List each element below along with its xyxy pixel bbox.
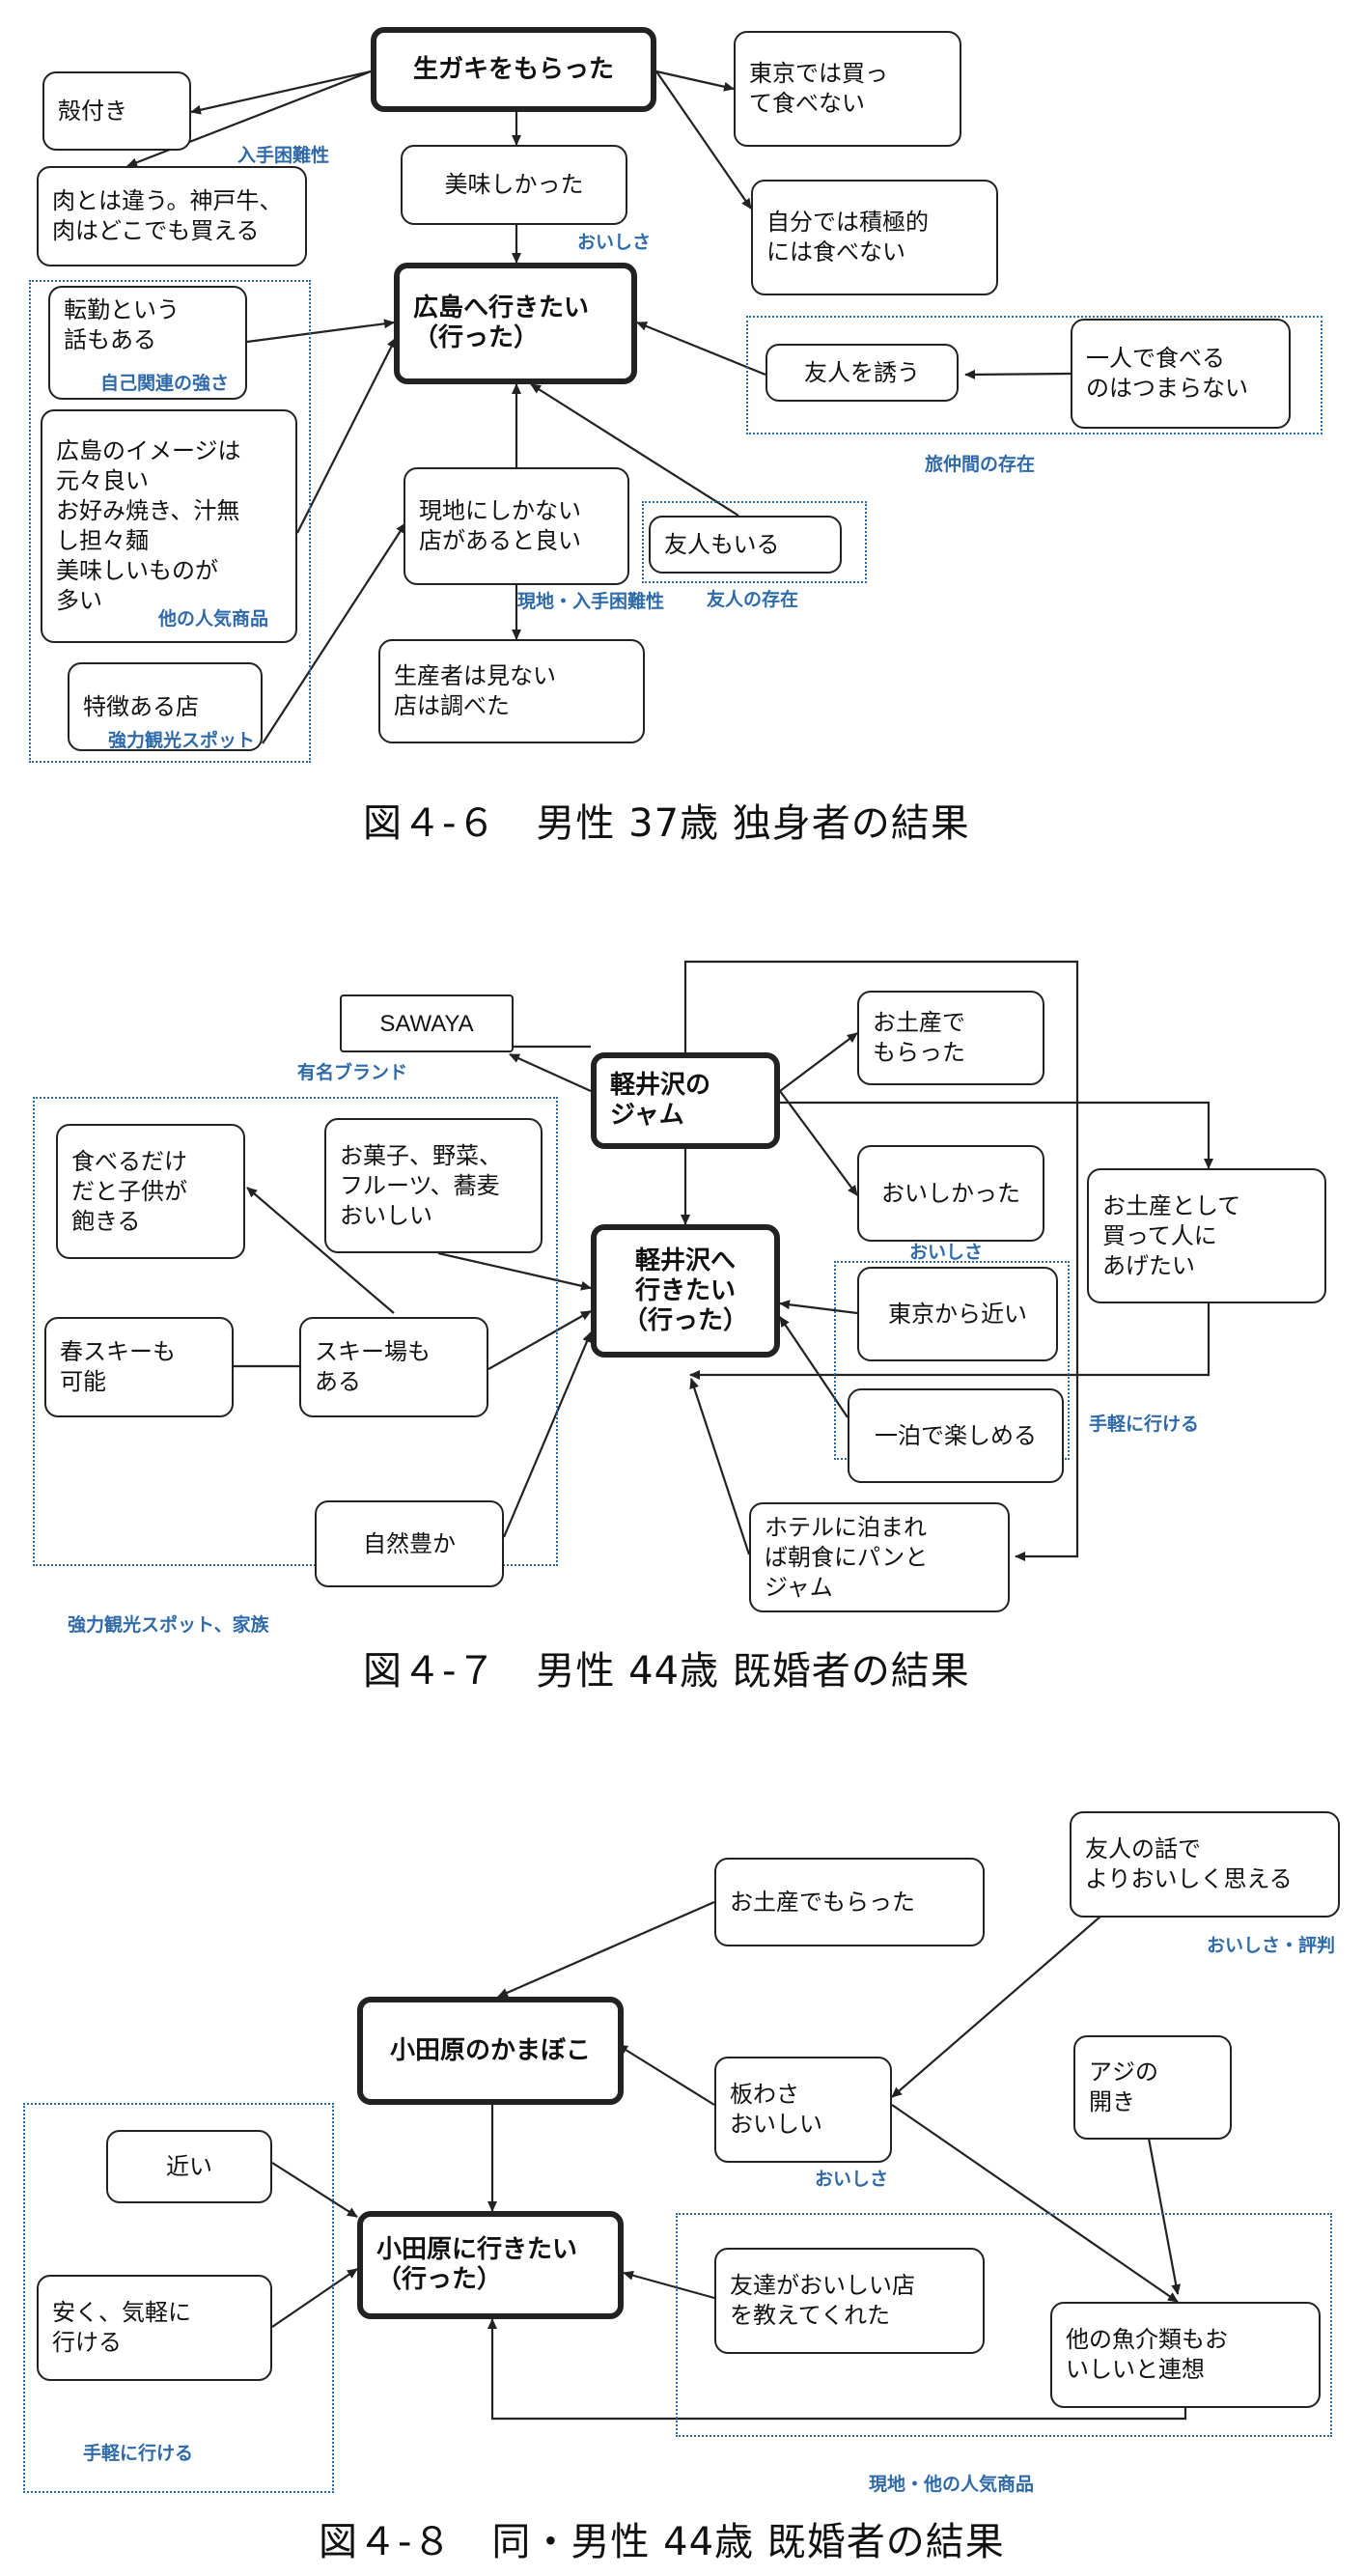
group-local-popular	[676, 2213, 1332, 2437]
node-aji: アジの 開き	[1073, 2035, 1232, 2140]
group-companions	[746, 316, 1322, 434]
label-oishisa: おいしさ	[577, 232, 652, 253]
node-near: 東京から近い	[857, 1267, 1058, 1361]
node-snacks: お菓子、野菜、 フルーツ、蕎麦 おいしい	[324, 1118, 543, 1253]
node-alone: 一人で食べる のはつまらない	[1071, 319, 1291, 429]
node-invite: 友人を誘う	[766, 344, 959, 402]
label-spot: 強力観光スポット	[108, 730, 256, 751]
group-friend-exist	[642, 501, 867, 583]
figure-4-6-arrows	[126, 70, 1072, 744]
label-brand: 有名ブランド	[297, 1062, 408, 1083]
node-cheap: 安く、気軽に 行ける	[37, 2275, 272, 2381]
node-overnight: 一泊で楽しめる	[848, 1388, 1064, 1483]
node-tasty: 美味しかった	[401, 145, 627, 225]
label-oishisa: おいしさ	[815, 2169, 889, 2190]
node-unique: 特徴ある店	[68, 662, 263, 751]
node-tokyo-no: 東京では買っ て食べない	[734, 31, 961, 147]
label-hard: 入手困難性	[237, 145, 330, 166]
node-hotel: ホテルに泊まれ ば朝食にパンと ジャム	[749, 1502, 1010, 1612]
node-nature: 自然豊か	[315, 1500, 504, 1587]
node-hiroshima: 広島へ行きたい （行った）	[394, 263, 637, 384]
label-easy: 手軽に行ける	[1089, 1414, 1200, 1435]
label-companions: 旅仲間の存在	[925, 454, 1036, 475]
node-jam: 軽井沢の ジャム	[591, 1052, 780, 1149]
node-self-no: 自分では積極的 には食べない	[751, 180, 998, 295]
label-local-hard: 現地・入手困難性	[517, 591, 665, 612]
node-meat: 肉とは違う。神戸牛、 肉はどこでも買える	[37, 166, 307, 266]
node-local: 現地にしかない 店があると良い	[404, 467, 629, 585]
figure-4-6-caption: 図４-６ 男性 37歳 独身者の結果	[363, 801, 970, 846]
figure-4-8-caption: 図４-８ 同・男性 44歳 既婚者の結果	[319, 2520, 1005, 2564]
node-friend-story: 友人の話で よりおいしく思える	[1070, 1811, 1340, 1918]
figure-4-8: お土産でもらった 友人の話で よりおいしく思える 小田原のかまぼこ 板わさ おい…	[0, 1796, 1364, 2576]
node-kamaboko: 小田原のかまぼこ	[357, 1997, 624, 2105]
node-tasty: おいしかった	[857, 1145, 1044, 1242]
node-shell: 殻付き	[42, 71, 191, 151]
figure-4-6: 生ガキをもらった 殻付き 肉とは違う。神戸牛、 肉はどこでも買える 美味しかった…	[0, 0, 1364, 850]
node-producer: 生産者は見ない 店は調べた	[378, 639, 645, 743]
node-image: 広島のイメージは 元々良い お好み焼き、汁無 し担々麺 美味しいものが 多い	[41, 409, 297, 643]
node-ski: スキー場も ある	[299, 1317, 488, 1417]
figure-4-7-caption: 図４-７ 男性 44歳 既婚者の結果	[363, 1649, 970, 1694]
node-transfer: 転勤という 話もある	[48, 286, 247, 400]
node-oyster: 生ガキをもらった	[371, 27, 656, 112]
label-self: 自己関連の強さ	[100, 373, 230, 394]
node-got: お土産で もらった	[857, 991, 1044, 1085]
node-spring: 春スキーも 可能	[44, 1317, 234, 1417]
node-near: 近い	[106, 2130, 272, 2203]
node-gift: お土産として 買って人に あげたい	[1087, 1168, 1326, 1303]
label-friend-exist: 友人の存在	[707, 589, 799, 610]
label-local-popular: 現地・他の人気商品	[869, 2474, 1035, 2495]
node-kids: 食べるだけ だと子供が 飽きる	[56, 1124, 245, 1259]
label-oishisa: おいしさ	[909, 1242, 984, 1263]
node-other-fish: 他の魚介類もお いしいと連想	[1050, 2302, 1321, 2408]
node-friend-too: 友人もいる	[649, 516, 842, 574]
node-got: お土産でもらった	[714, 1858, 985, 1946]
label-spot-family: 強力観光スポット、家族	[68, 1614, 269, 1636]
label-popular: 他の人気商品	[158, 608, 269, 630]
group-spot-family	[33, 1097, 558, 1566]
figure-4-7-arrows	[234, 960, 1213, 1561]
node-odawara: 小田原に行きたい （行った）	[357, 2211, 624, 2319]
group-easy	[23, 2103, 334, 2493]
node-karuizawa: 軽井沢へ 行きたい （行った）	[591, 1224, 780, 1358]
label-rep: おいしさ・評判	[1207, 1935, 1336, 1956]
node-itawasa: 板わさ おいしい	[714, 2057, 892, 2163]
label-easy: 手軽に行ける	[83, 2443, 194, 2464]
group-self-popular-spot	[29, 280, 311, 763]
node-sawaya: SAWAYA	[340, 994, 514, 1052]
figure-4-7: SAWAYA 軽井沢の ジャム お土産で もらった おいしかった お土産として …	[0, 927, 1364, 1728]
node-friends-shop: 友達がおいしい店 を教えてくれた	[714, 2248, 985, 2354]
